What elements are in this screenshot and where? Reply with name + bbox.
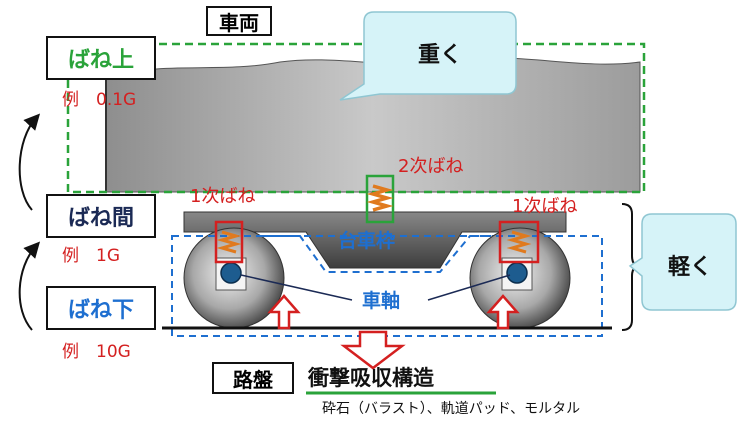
heavy-callout-bubble <box>339 11 517 101</box>
spring-between-example: 例 1G <box>62 246 120 266</box>
sprung-mass-outline <box>66 42 646 194</box>
right-axle <box>506 262 528 284</box>
roadbed-text: 路盤 <box>233 367 273 392</box>
shock-absorption-label: 衝撃吸収構造 <box>308 366 434 390</box>
curved-arrow-icon <box>18 113 41 211</box>
axle-label: 車軸 <box>362 290 401 312</box>
bogie-frame-label: 台車枠 <box>338 230 396 252</box>
heavy-label: 重く <box>368 24 512 82</box>
vehicle-label: 車両 <box>206 6 272 36</box>
spring-upper-example: 例 0.1G <box>62 90 137 110</box>
heavy-label-text: 重く <box>417 43 462 68</box>
vehicle-label-text: 車両 <box>219 10 259 35</box>
primary-spring-left-icon <box>214 220 244 264</box>
spring-between-text: ばね間 <box>67 206 134 231</box>
light-callout-bubble <box>628 213 737 311</box>
upward-arrow-icon <box>486 294 520 330</box>
spring-lower-box: ばね下 <box>46 286 156 330</box>
spring-lower-text: ばね下 <box>67 298 134 323</box>
bogie-frame-outline <box>215 235 540 273</box>
light-label: 軽く <box>646 236 734 294</box>
secondary-spring-icon <box>365 174 395 224</box>
left-axle <box>220 262 242 284</box>
roadbed-box: 路盤 <box>212 362 294 394</box>
primary-spring-left-label: 1次ばね <box>190 186 256 207</box>
spring-upper-text: ばね上 <box>67 48 134 73</box>
light-label-text: 軽く <box>667 255 712 280</box>
primary-spring-right-label: 1次ばね <box>512 196 578 217</box>
spring-between-box: ばね間 <box>46 194 156 238</box>
materials-label: 砕石（バラスト）、軌道パッド、モルタル <box>322 401 581 417</box>
spring-upper-box: ばね上 <box>46 36 156 80</box>
spring-lower-example: 例 10G <box>62 342 131 362</box>
upward-arrow-icon <box>267 294 301 330</box>
secondary-spring-label: 2次ばね <box>398 156 464 177</box>
downward-arrow-icon <box>340 330 406 370</box>
primary-spring-right-icon <box>498 220 540 264</box>
curved-arrow-icon <box>18 241 41 331</box>
